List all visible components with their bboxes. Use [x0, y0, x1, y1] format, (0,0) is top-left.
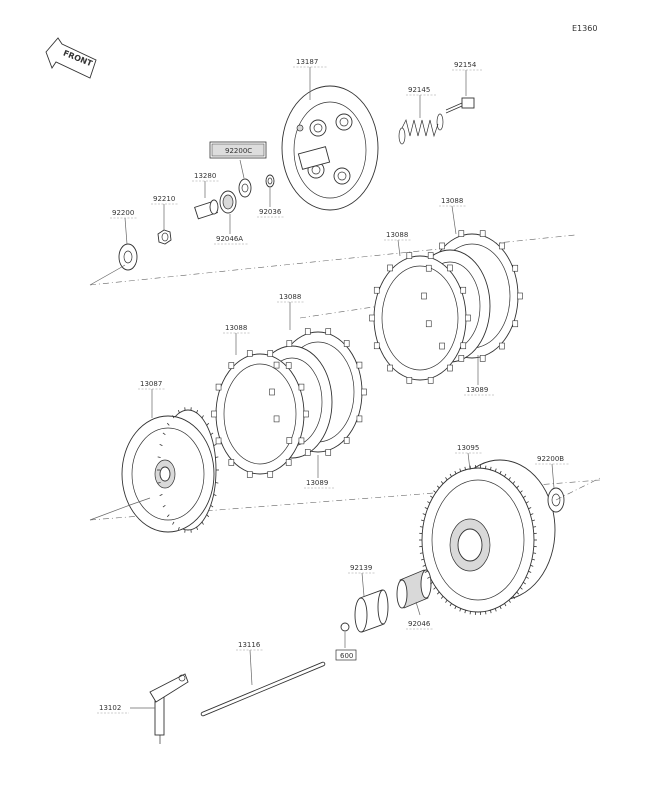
label-92046: 92046 [408, 620, 431, 628]
label-92210: 92210 [153, 195, 175, 203]
label-13088-b: 13088 [279, 293, 301, 301]
label-92145: 92145 [408, 86, 430, 94]
ball [340, 622, 350, 632]
needle-bearing [396, 569, 432, 609]
clutch-housing [421, 459, 556, 613]
nut [157, 229, 172, 245]
bearing-92046a [219, 190, 237, 214]
label-92200c: 92200C [225, 147, 252, 155]
label-13280: 13280 [194, 172, 216, 180]
washer-axis-line [555, 477, 601, 501]
label-13095: 13095 [457, 444, 479, 452]
label-92036: 92036 [259, 208, 282, 216]
label-box-600 [335, 649, 357, 661]
label-13087: 13087 [140, 380, 162, 388]
sleeve [354, 589, 389, 633]
clutch-housing-teeth [419, 465, 537, 615]
label-13102: 13102 [99, 704, 121, 712]
pusher [194, 199, 219, 220]
friction-plate-a-tabs [211, 350, 309, 478]
label-13088-c: 13088 [386, 231, 408, 239]
left-axis-arrow-upper [89, 264, 126, 286]
label-inner-92200c [211, 143, 265, 157]
clutch-hub-splines [157, 407, 219, 533]
clutch-hub [121, 409, 217, 533]
label-92200b: 92200B [537, 455, 564, 463]
diagram-code: E1360 [572, 24, 597, 33]
label-13116: 13116 [238, 641, 261, 649]
label-92046a: 92046A [216, 235, 243, 243]
friction-plate-b-tabs [269, 328, 367, 456]
label-13088-d: 13088 [441, 197, 463, 205]
washer-92036 [265, 174, 275, 188]
label-13089-a: 13089 [306, 479, 328, 487]
label-92139: 92139 [350, 564, 372, 572]
front-arrow-icon: FRONT [45, 37, 97, 79]
label-600: 600 [340, 652, 353, 660]
label-13089-b: 13089 [466, 386, 488, 394]
release-lever [149, 673, 189, 744]
friction-plate-c-tabs [369, 252, 471, 384]
label-92200: 92200 [112, 209, 134, 217]
friction-plate-c [373, 255, 467, 381]
washer-92200 [118, 243, 138, 271]
clutch-spring [398, 113, 444, 145]
friction-plate-d-tabs [421, 230, 523, 362]
label-13187: 13187 [296, 58, 318, 66]
label-92154: 92154 [454, 61, 477, 69]
label-13088-a: 13088 [225, 324, 247, 332]
friction-plate-a [215, 353, 305, 475]
left-axis-arrow-lower [89, 497, 151, 521]
pressure-plate [281, 85, 379, 211]
push-rod [200, 661, 326, 717]
washer-92200c [238, 178, 252, 198]
bolt [445, 97, 475, 114]
